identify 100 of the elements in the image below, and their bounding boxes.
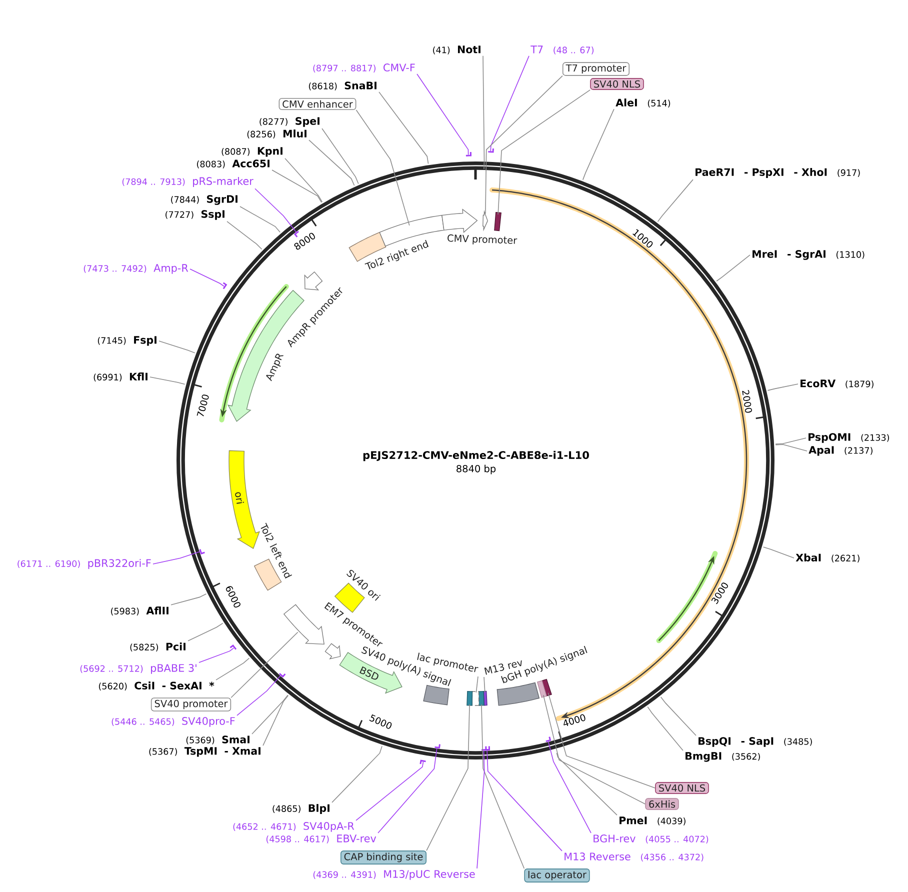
feature-label: Tol2 right end [364, 240, 429, 270]
leader-line [240, 206, 280, 233]
site-label: XbaI (2621) [796, 554, 860, 562]
leader-line [426, 704, 470, 851]
tick-label: 2000 [742, 390, 752, 413]
leader-line [188, 622, 224, 642]
primer-label: (4598 .. 4617) EBV-rev [266, 834, 376, 844]
site-label: MreI - SgrAI (1310) [752, 250, 864, 260]
feature-block: ori [228, 450, 260, 549]
leader-line [216, 658, 250, 680]
site-label: BspQI - SapI (3485) [698, 737, 812, 747]
leader-line [170, 593, 207, 606]
leader-line [476, 750, 485, 869]
site-label: (5367) TspMI - XmaI [149, 747, 260, 757]
feature-tag: SV40 NLS [590, 78, 644, 90]
primer-label: (4369 .. 4391) M13/pUC Reverse [313, 870, 475, 880]
leader-line [262, 695, 289, 746]
site-label: (8256) MluI [247, 130, 306, 138]
primer-label: (6171 .. 6190) pBR322ori-F [18, 558, 151, 570]
primer-label: (7473 .. 7492) Amp-R [84, 264, 188, 274]
primer-label: T7 (48 .. 67) [530, 46, 594, 54]
feature-label: CMV promoter [448, 234, 518, 244]
primer-label: (7894 .. 7913) pRS-marker [122, 176, 254, 188]
feature-box [466, 691, 473, 706]
leader-line [476, 676, 478, 693]
primer-label: (8797 .. 8817) CMV-F [313, 64, 415, 72]
leader-line [332, 746, 382, 803]
site-label: (5620) CsiI - SexAI * [98, 682, 214, 690]
leader-line [378, 748, 438, 834]
leader-line [226, 221, 262, 250]
site-label: PaeR7I - PspXI - XhoI (917) [696, 168, 860, 178]
feature-tag: SV40 NLS [655, 782, 709, 794]
leader-line [582, 108, 614, 180]
site-label: (5983) AflII [111, 606, 168, 616]
primer-mark [434, 744, 440, 749]
site-label: BmgBI (3562) [686, 752, 760, 762]
primer-mark [199, 549, 205, 554]
leader-line [498, 90, 590, 215]
primer-mark [546, 736, 552, 742]
feature-tag: CMV enhancer [278, 98, 356, 110]
leader-line [485, 75, 563, 214]
site-label: (7145) FspI [98, 336, 156, 346]
leader-line [486, 750, 562, 852]
site-label: (41) NotI [433, 46, 480, 54]
leader-line [490, 56, 530, 152]
leader-line [416, 74, 469, 156]
leader-line [556, 752, 618, 816]
site-label: (7844) SgrDI [171, 195, 238, 205]
primer-label: M13 Reverse (4356 .. 4372) [564, 852, 704, 862]
site-label: (8087) KpnI [222, 147, 282, 157]
leader-line [767, 384, 798, 391]
site-label: PspOMI (2133) [808, 433, 889, 443]
tick-label: 5000 [369, 714, 392, 729]
leader-line [647, 706, 684, 751]
leader-line [542, 694, 646, 804]
primer-mark [230, 644, 237, 650]
leader-line [198, 648, 234, 663]
primer-mark [484, 746, 490, 751]
feature-tag: lac operator [524, 868, 590, 882]
site-label: (5369) SmaI [186, 736, 250, 744]
site-label: ApaI (2137) [808, 446, 872, 456]
plasmid-length: 8840 bp [456, 464, 496, 474]
leader-line [762, 546, 794, 558]
leader-line [356, 761, 424, 821]
feature-box [478, 691, 484, 706]
site-label: (5825) PciI [130, 642, 186, 652]
leader-line [158, 340, 196, 354]
primer-label: (5692 .. 5712) pBABE 3' [80, 664, 196, 674]
feature-label: Tol2 left end [260, 522, 292, 578]
site-label: EcoRV (1879) [800, 380, 874, 388]
primer-mark [481, 746, 487, 751]
primer-mark [278, 672, 286, 678]
primer-label: BGH-rev (4055 .. 4072) [594, 834, 708, 844]
leader-line [254, 188, 296, 232]
leader-line [484, 676, 486, 693]
leader-line [378, 92, 429, 164]
plasmid-name: pEJS2712-CMV-eNme2-C-ABE8e-i1-L10 [363, 450, 589, 462]
primer-label: (5446 .. 5465) SV40pro-F [112, 717, 235, 727]
leader-line [322, 128, 359, 184]
leader-line [272, 170, 322, 203]
leader-line [284, 158, 323, 202]
leader-line [150, 376, 186, 385]
leader-line [657, 179, 694, 222]
site-label: (8083) Acc65I [197, 160, 270, 168]
feature-tag: T7 promoter [562, 62, 630, 76]
site-label: PmeI (4039) [620, 816, 686, 826]
leader-line [775, 444, 808, 452]
site-label: AleI (514) [616, 98, 670, 108]
tick-label: 4000 [564, 714, 586, 726]
primer-mark [466, 152, 472, 156]
primer-mark [222, 282, 228, 290]
feature-tag: SV40 promoter [150, 698, 232, 712]
leader-line [775, 438, 806, 444]
leader-line [660, 696, 696, 736]
leader-line [482, 56, 485, 170]
leader-line [481, 704, 525, 869]
feature-block [482, 210, 488, 232]
leader-line [252, 694, 288, 734]
primer-mark [488, 148, 494, 153]
leader-line [230, 632, 298, 698]
